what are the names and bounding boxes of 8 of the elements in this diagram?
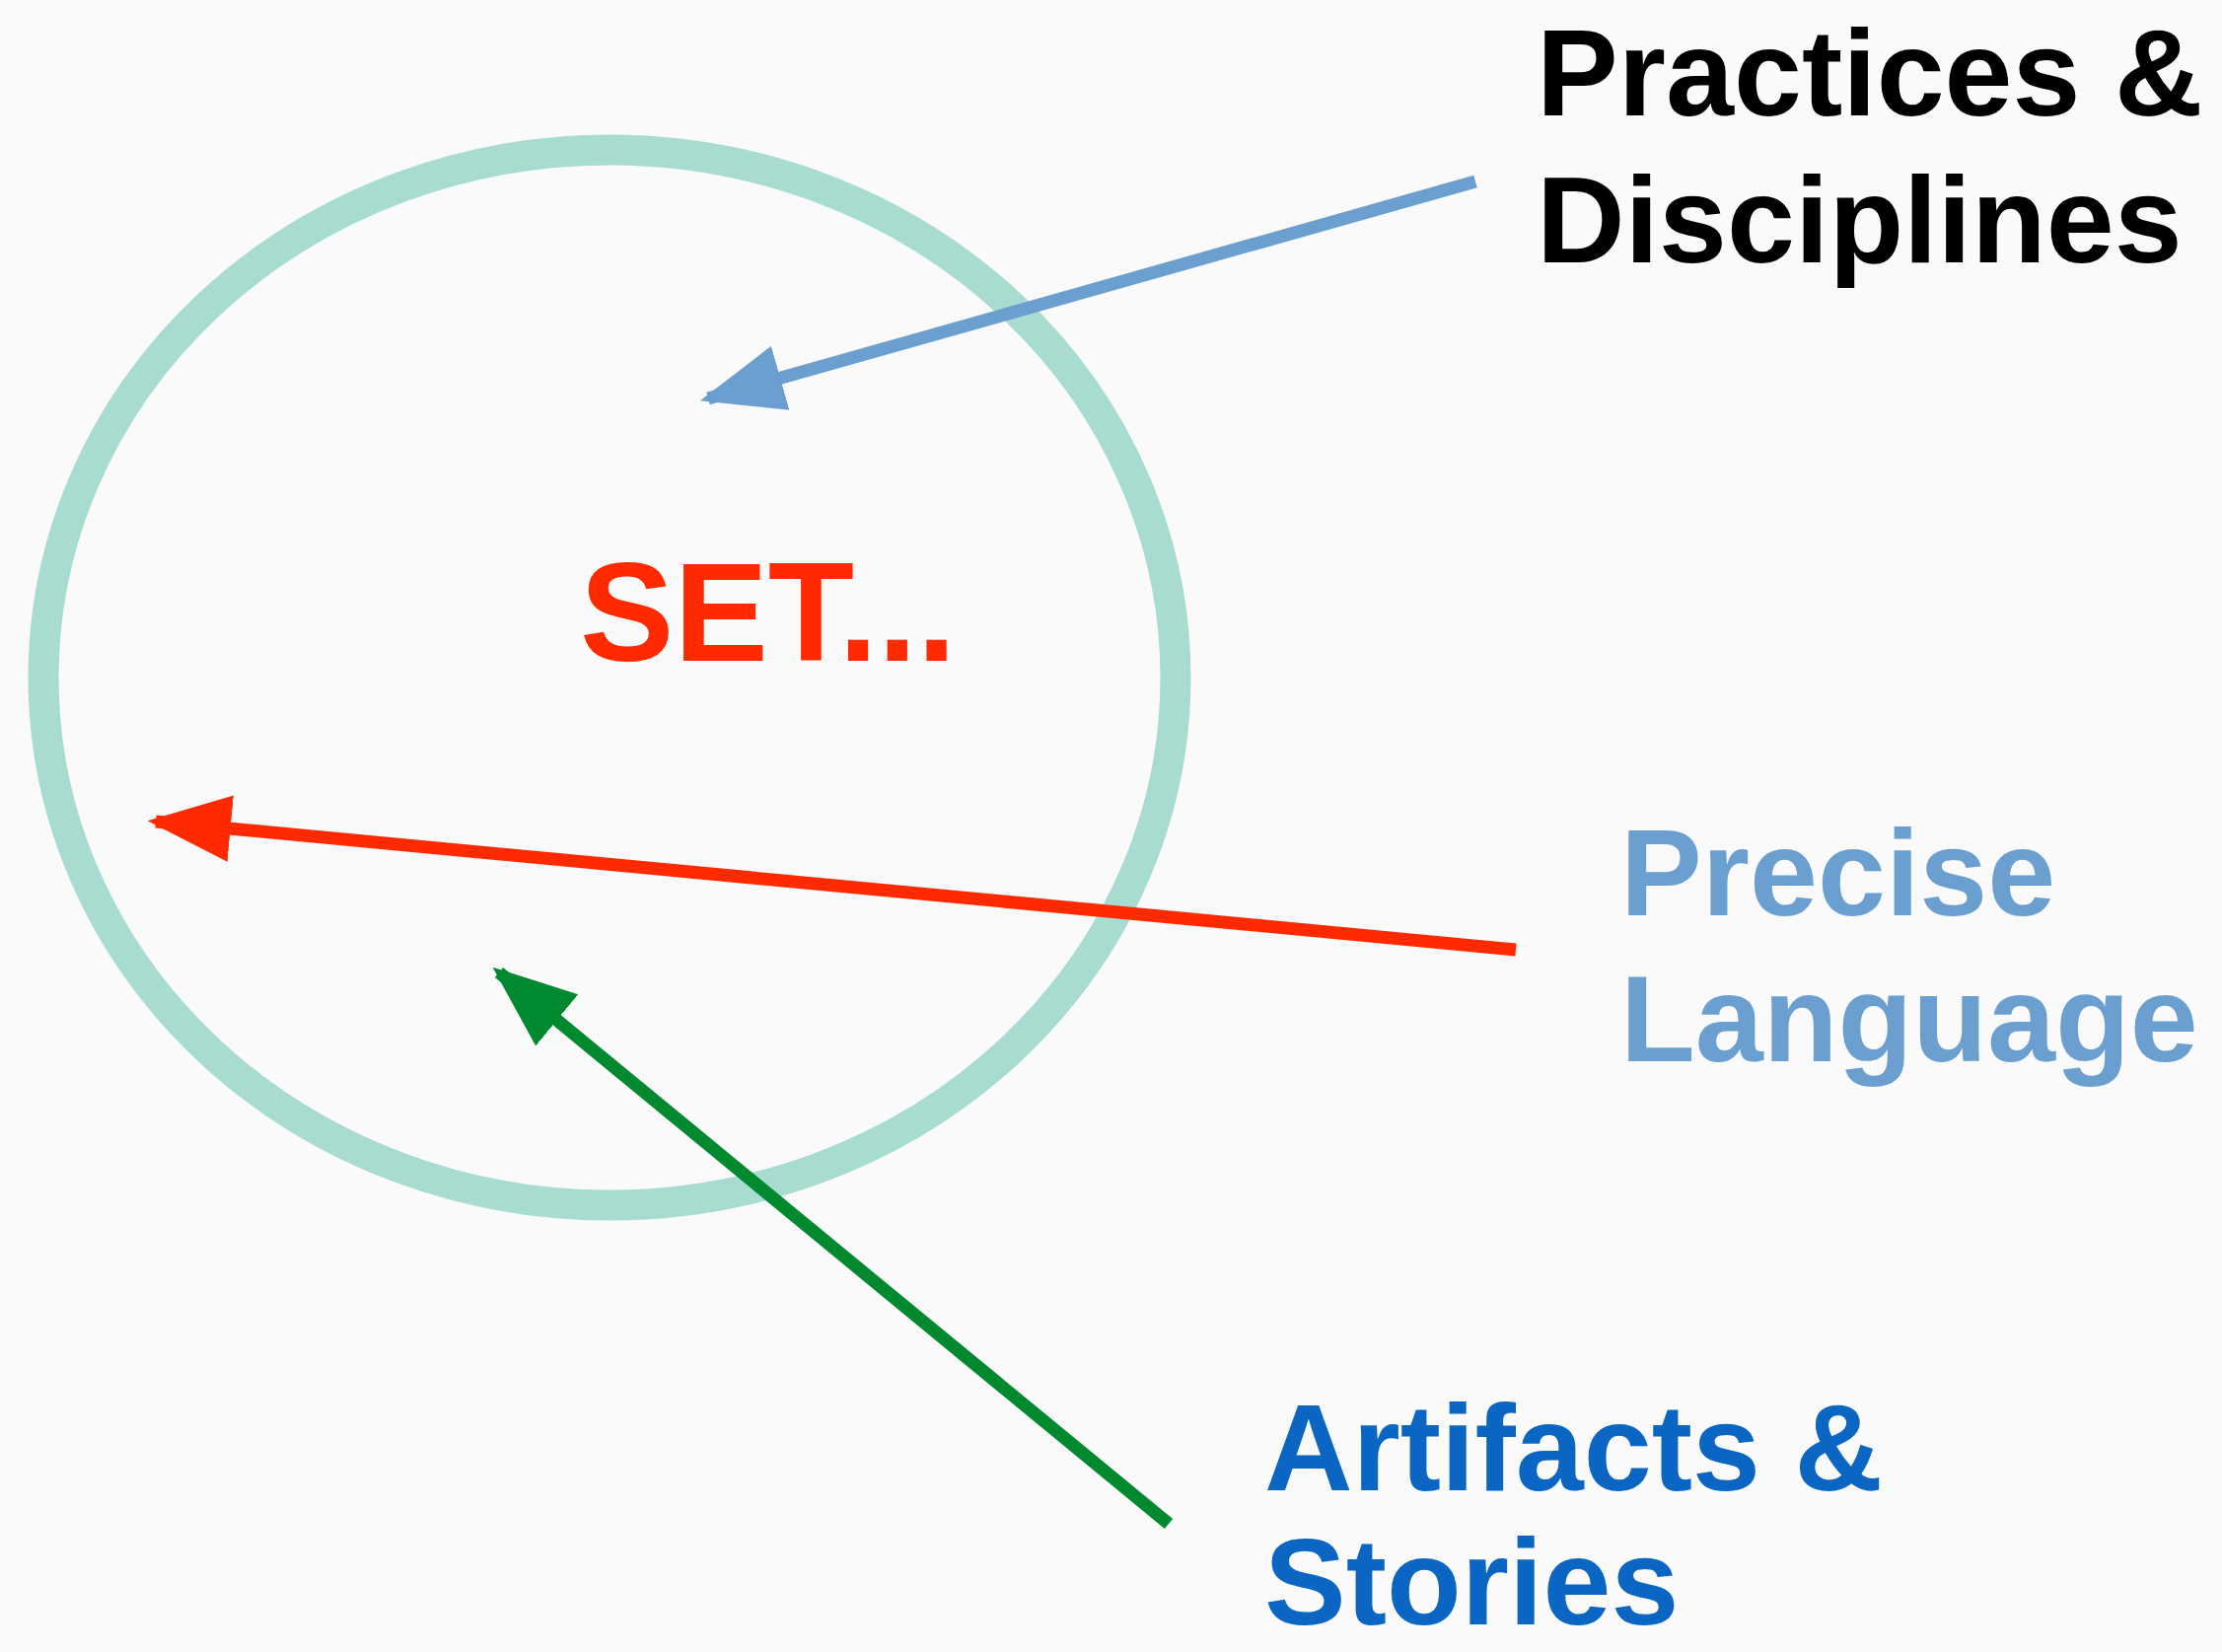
arrow [492, 967, 1174, 1530]
node-label: Artifacts & Stories [1264, 1381, 1885, 1649]
node-label: Precise Language [1620, 804, 2199, 1089]
ellipse-node [28, 134, 1191, 1221]
arrow [147, 795, 1517, 957]
arrow [699, 175, 1477, 410]
node-label: SET... [580, 539, 957, 686]
node-label: Practices & Disciplines [1537, 4, 2204, 290]
